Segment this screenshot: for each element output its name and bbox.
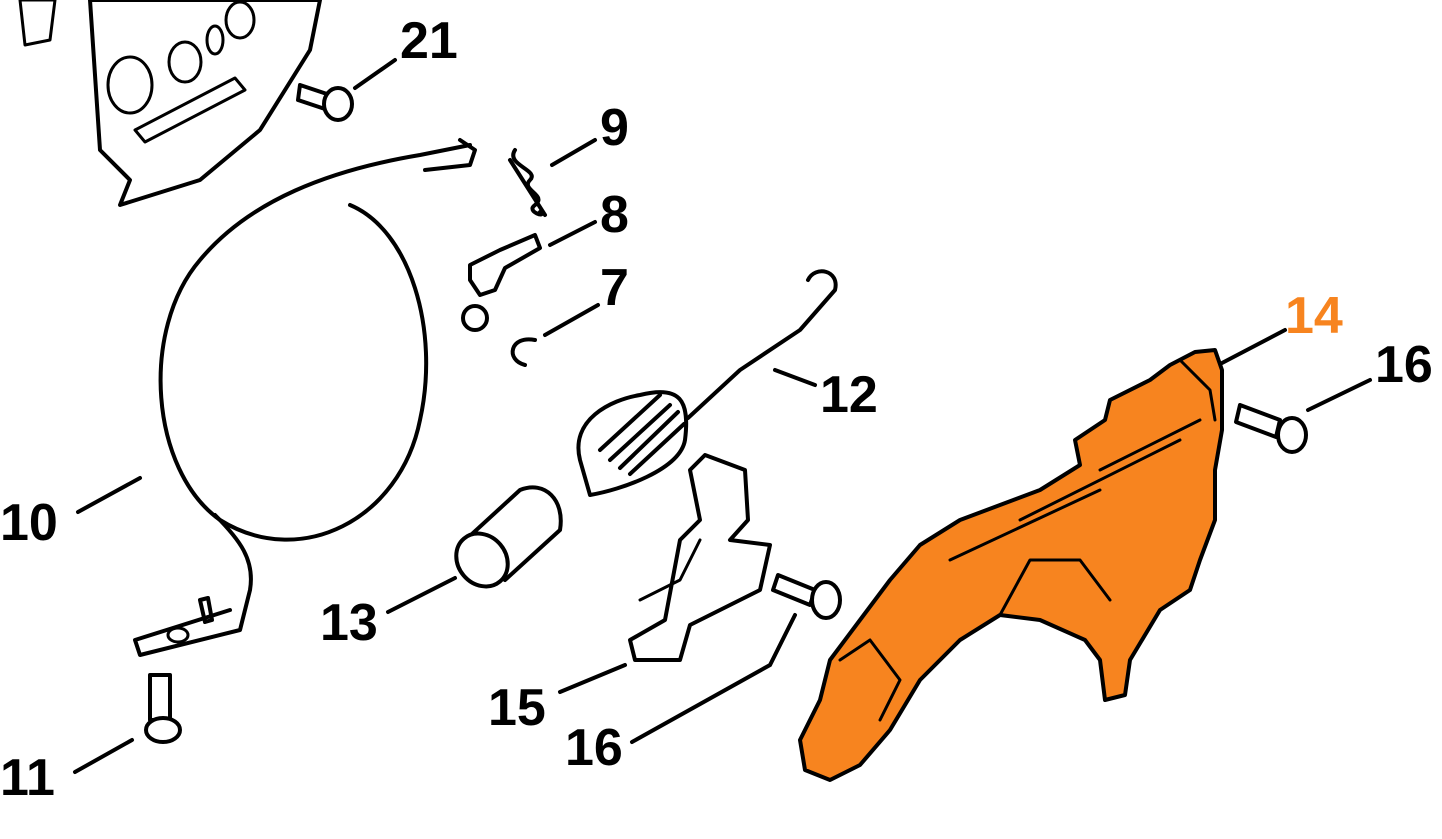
spring-12-part <box>576 269 838 497</box>
sprocket-cover-14-part <box>798 328 1287 782</box>
callout-16-upper: 16 <box>1375 336 1433 394</box>
lever-15-part <box>558 453 772 694</box>
guide-plate-part <box>18 0 322 207</box>
callout-12: 12 <box>820 366 878 424</box>
screw-16-upper-part <box>1234 378 1372 454</box>
brake-band-10-part <box>76 138 477 657</box>
screw-16-lower-part <box>630 573 842 744</box>
callout-7: 7 <box>600 259 629 317</box>
screw-21-part <box>296 58 397 122</box>
bushing-13-part <box>386 485 563 614</box>
callout-8: 8 <box>600 186 629 244</box>
spring-9-part <box>508 138 597 217</box>
callout-13: 13 <box>320 594 378 652</box>
callout-14: 14 <box>1285 287 1343 345</box>
screw-11-part <box>73 673 182 774</box>
callout-15: 15 <box>488 679 546 737</box>
callout-11: 11 <box>0 749 55 807</box>
callout-9: 9 <box>600 99 629 157</box>
callout-10: 10 <box>0 494 58 552</box>
clip-7-part <box>510 303 600 367</box>
lever-8-part <box>461 220 597 332</box>
callout-16-lower: 16 <box>565 719 623 777</box>
callout-21: 21 <box>400 12 458 70</box>
